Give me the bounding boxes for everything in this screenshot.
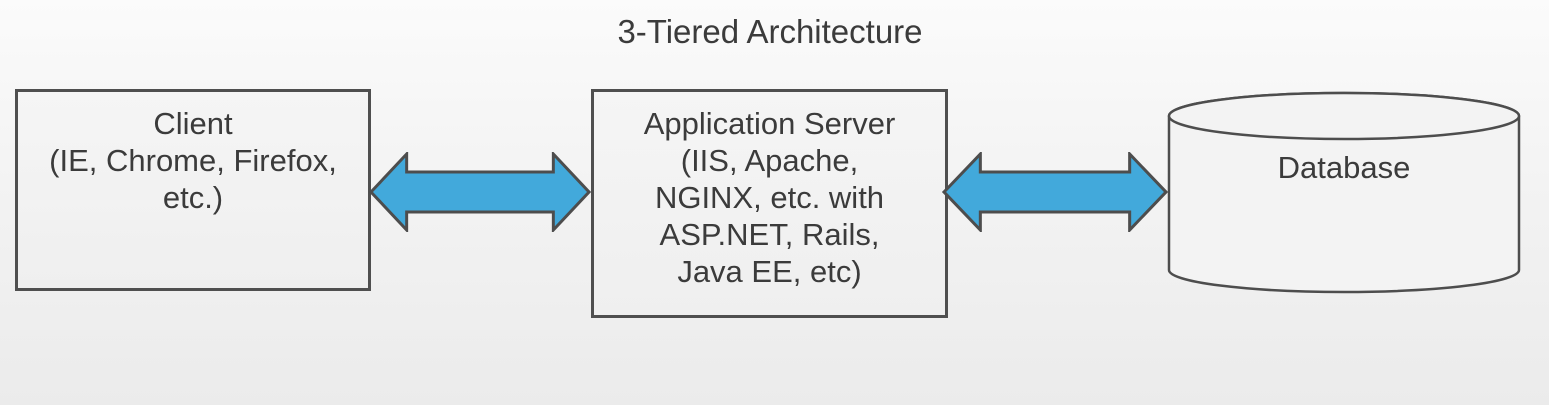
client-appserver-double-arrow-icon <box>369 152 591 232</box>
database-cylinder-icon <box>1167 91 1521 294</box>
diagram-title: 3-Tiered Architecture <box>617 13 923 50</box>
database-label: Database <box>1277 150 1411 185</box>
application-server-label: Application Server (IIS, Apache, NGINX, … <box>643 106 896 289</box>
node-application-server: Application Server (IIS, Apache, NGINX, … <box>591 89 948 318</box>
node-client: Client (IE, Chrome, Firefox, etc.) <box>15 89 371 291</box>
client-label: Client (IE, Chrome, Firefox, etc.) <box>49 106 337 215</box>
appserver-database-double-arrow-icon <box>942 152 1168 232</box>
